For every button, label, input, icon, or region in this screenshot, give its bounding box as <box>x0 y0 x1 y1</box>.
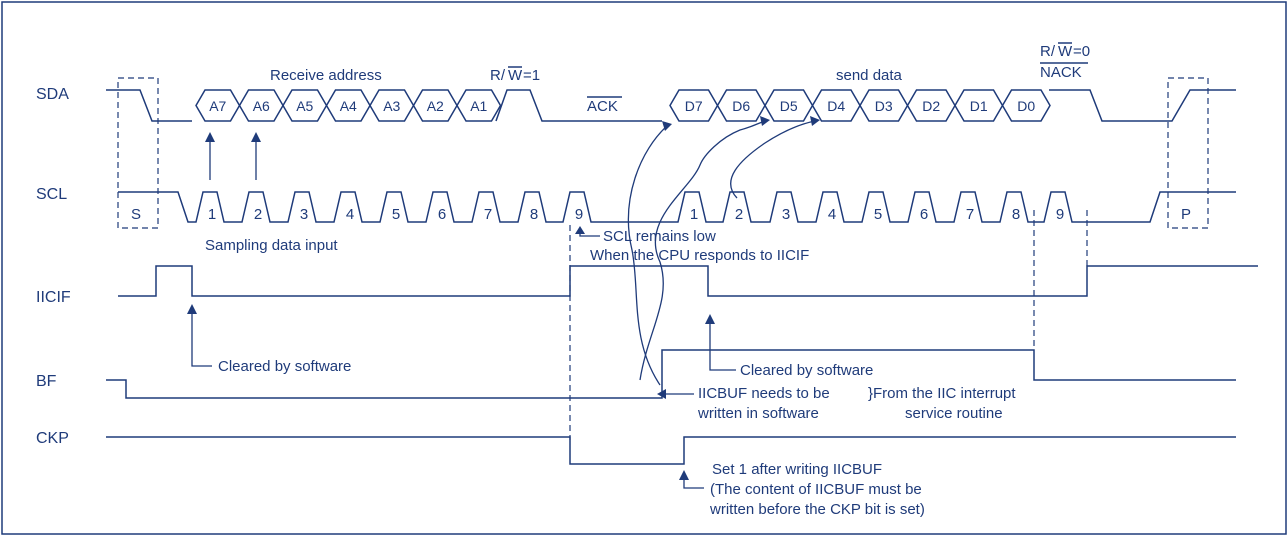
data-bit-label: D3 <box>875 98 893 114</box>
svg-text:=0: =0 <box>1073 43 1090 60</box>
write-curve-arrowhead-d6 <box>760 116 770 126</box>
scl-remains-low-label: SCL remains low <box>603 228 716 245</box>
clock-pulse-label: 1 <box>208 206 216 223</box>
set1-label-1: Set 1 after writing IICBUF <box>712 461 882 478</box>
clock-pulse-label: 6 <box>920 206 928 223</box>
data-bit-label: D0 <box>1017 98 1035 114</box>
scl-waveform <box>118 191 1236 223</box>
ack-label: ACK <box>587 96 622 115</box>
address-bit-label: A6 <box>253 98 270 114</box>
write-curve-arrow-d5 <box>730 120 816 199</box>
clock-pulse-label: 9 <box>575 206 583 223</box>
write-curve-arrowhead-d7 <box>662 121 672 131</box>
data-bit-label: D7 <box>685 98 703 114</box>
address-bit-label: A2 <box>427 98 444 114</box>
iicbuf-write-label-2: written in software <box>697 405 819 422</box>
svg-text:=1: =1 <box>523 67 540 84</box>
nack-label: NACK <box>1040 62 1088 81</box>
cleared-by-software-label-1: Cleared by software <box>218 358 351 375</box>
sda-signal-label: SDA <box>36 86 69 103</box>
clock-pulse-label: 1 <box>690 206 698 223</box>
data-bit-label: D1 <box>970 98 988 114</box>
rw1-label: R/ W =1 <box>490 66 540 84</box>
sampling-arrowhead-2 <box>251 132 261 142</box>
data-bit-label: D6 <box>732 98 750 114</box>
write-curve-arrow-d6 <box>639 120 767 381</box>
clock-pulse-label: 8 <box>1012 206 1020 223</box>
set1-label-2: (The content of IICBUF must be <box>710 481 922 498</box>
sampling-label: Sampling data input <box>205 237 338 254</box>
from-isr-label-1: }From the IIC interrupt <box>868 385 1016 402</box>
clock-pulse-label: 7 <box>966 206 974 223</box>
from-isr-label-2: service routine <box>905 405 1003 422</box>
address-bit-label: A4 <box>340 98 357 114</box>
stop-condition-box <box>1167 77 1209 229</box>
data-bit-label: D5 <box>780 98 798 114</box>
ckp-set-arrow <box>683 478 704 489</box>
address-bit-cell <box>456 89 502 122</box>
set1-label-3: written before the CKP bit is set) <box>709 501 925 518</box>
sampling-arrowhead-1 <box>205 132 215 142</box>
ckp-waveform <box>106 436 1236 465</box>
bf-signal-label: BF <box>36 373 57 390</box>
bf-write-arrowhead <box>657 389 666 399</box>
clock-pulse-label: 4 <box>828 206 836 223</box>
clock-pulse-label: 5 <box>874 206 882 223</box>
iicif-waveform <box>118 265 1258 297</box>
svg-text:R/: R/ <box>490 67 506 84</box>
clock-pulse-label: 6 <box>438 206 446 223</box>
clock-pulse-label: 2 <box>254 206 262 223</box>
scl-low-arrowhead <box>575 226 585 234</box>
svg-text:NACK: NACK <box>1040 64 1082 81</box>
start-label: S <box>131 206 141 223</box>
iicif-signal-label: IICIF <box>36 289 71 306</box>
receive-address-label: Receive address <box>270 67 382 84</box>
svg-text:W: W <box>1058 43 1073 60</box>
iicif-clear-arrow-2 <box>709 322 736 371</box>
stop-label: P <box>1181 206 1191 223</box>
data-bit-label: D4 <box>827 98 845 114</box>
clock-pulse-label: 3 <box>300 206 308 223</box>
cpu-responds-label: When the CPU responds to IICIF <box>590 247 809 264</box>
data-bit-cell <box>1001 89 1051 122</box>
start-condition-box <box>117 77 159 229</box>
address-bit-label: A5 <box>296 98 313 114</box>
write-curve-arrowhead-d5 <box>810 116 820 126</box>
data-bit-label: D2 <box>922 98 940 114</box>
iicif-clear-arrowhead-2 <box>705 314 715 324</box>
rw0-label: R/ W =0 <box>1040 42 1090 60</box>
address-bit-label: A3 <box>383 98 400 114</box>
svg-text:W: W <box>508 67 523 84</box>
iicbuf-write-label-1: IICBUF needs to be <box>698 385 830 402</box>
address-bit-label: A1 <box>470 98 487 114</box>
send-data-label: send data <box>836 67 903 84</box>
clock-pulse-label: 9 <box>1056 206 1064 223</box>
sda-waveform: A7 A6 A5 A4 A3 A2 A1 D7 D6 D5 D4 D3 D2 D1 D0 <box>106 89 1236 122</box>
clock-pulse-label: 8 <box>530 206 538 223</box>
write-curve-arrow-d7 <box>627 124 669 386</box>
scl-signal-label: SCL <box>36 186 67 203</box>
bf-waveform <box>106 349 1236 399</box>
address-bit-label: A7 <box>209 98 226 114</box>
clock-pulse-label: 5 <box>392 206 400 223</box>
svg-text:R/: R/ <box>1040 43 1056 60</box>
clock-pulse-label: 2 <box>735 206 743 223</box>
svg-text:ACK: ACK <box>587 98 618 115</box>
clock-pulse-label: 3 <box>782 206 790 223</box>
ckp-set-arrowhead <box>679 470 689 480</box>
ckp-signal-label: CKP <box>36 430 69 447</box>
iicif-clear-arrowhead-1 <box>187 304 197 314</box>
cleared-by-software-label-2: Cleared by software <box>740 362 873 379</box>
iicif-clear-arrow-1 <box>191 312 212 367</box>
clock-pulse-label: 7 <box>484 206 492 223</box>
clock-pulse-label: 4 <box>346 206 354 223</box>
